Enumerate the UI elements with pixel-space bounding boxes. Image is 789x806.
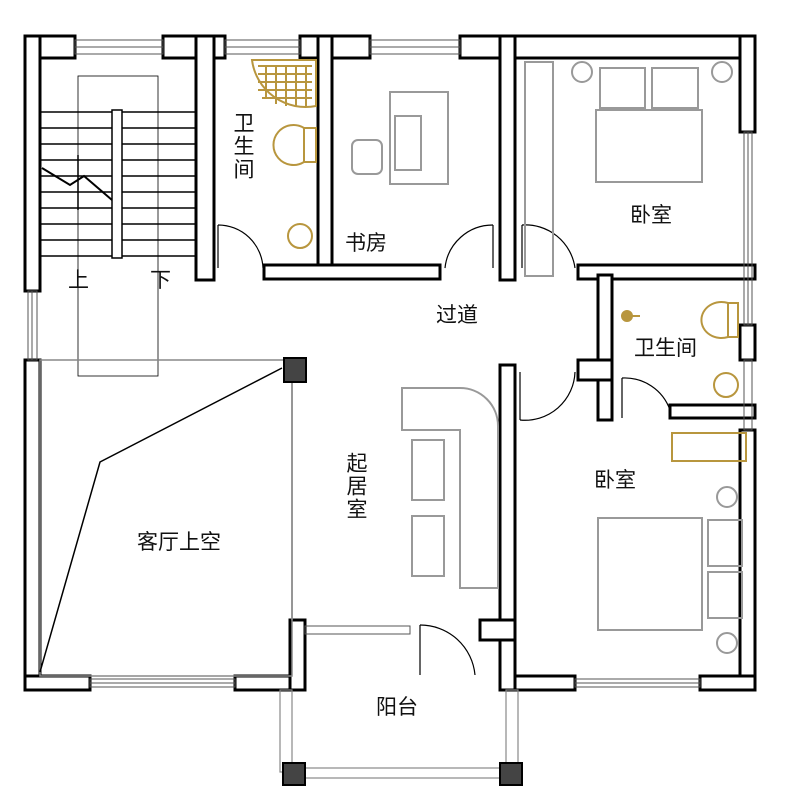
bath2-fixtures <box>621 301 747 462</box>
bed1 <box>595 109 703 183</box>
shower-tray <box>250 59 317 109</box>
room-label-bath2: 卫生间 <box>634 336 697 360</box>
walls <box>23 34 757 692</box>
column <box>499 762 523 786</box>
column <box>283 357 307 383</box>
toilet <box>272 124 305 166</box>
stair-down-label: 下 <box>150 268 171 292</box>
void-area <box>39 359 293 677</box>
bed2 <box>597 517 703 631</box>
sink <box>287 223 313 249</box>
windows <box>27 39 753 688</box>
room-label-balcony: 阳台 <box>376 695 418 719</box>
room-label-corridor: 过道 <box>436 303 478 327</box>
room-label-bedroom1: 卧室 <box>630 203 672 227</box>
study-chair <box>351 139 383 175</box>
sofa <box>401 387 499 589</box>
stairs <box>40 75 196 377</box>
column <box>282 762 306 786</box>
room-label-living: 起居室 <box>344 452 368 521</box>
coffee-table <box>411 439 445 501</box>
columns <box>282 357 523 786</box>
stair-up-label: 上 <box>68 268 89 292</box>
room-label-bedroom2: 卧室 <box>594 468 636 492</box>
room-label-study: 书房 <box>345 231 387 255</box>
room-label-bath1: 卫生间 <box>231 112 255 181</box>
room-label-void: 客厅上空 <box>137 530 221 554</box>
study-desk <box>389 91 449 185</box>
doors <box>217 224 671 676</box>
furniture <box>351 61 743 654</box>
bath1-fixtures <box>250 59 317 249</box>
